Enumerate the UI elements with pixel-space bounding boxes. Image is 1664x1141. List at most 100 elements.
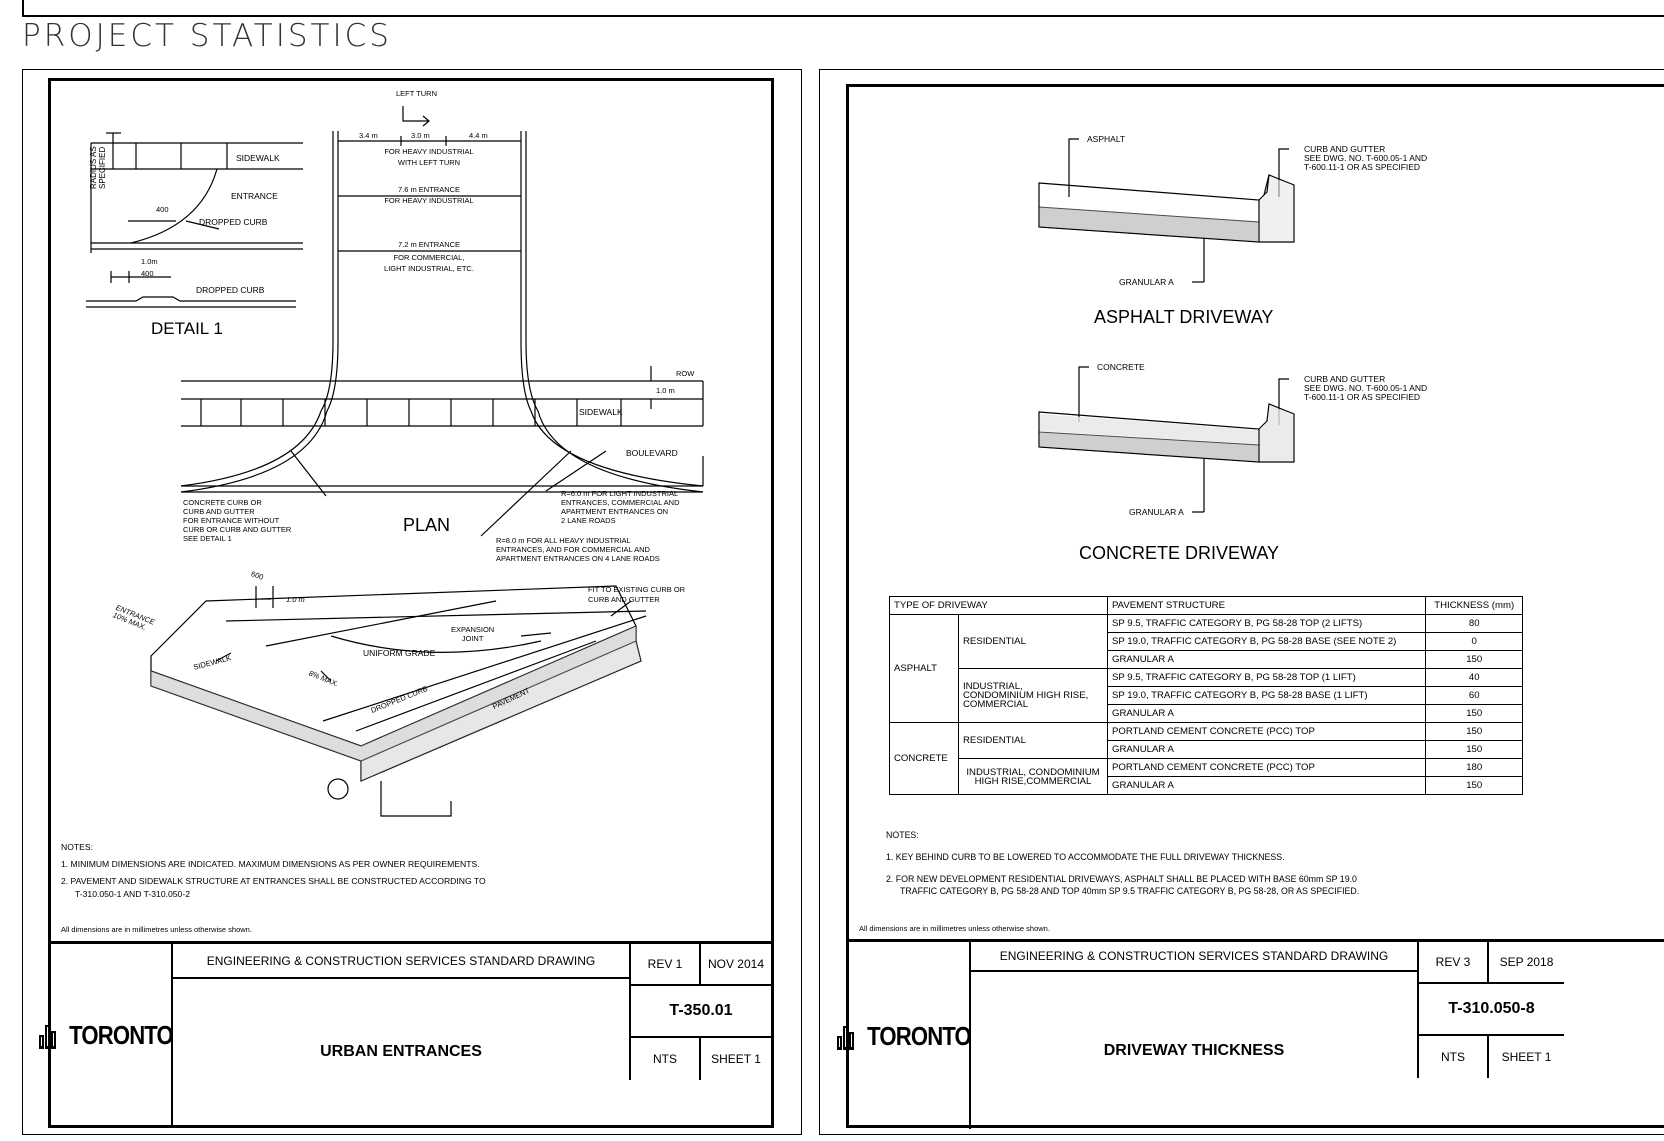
concrete-curb-note: CURB AND GUTTER SEE DWG. NO. T-600.05-1 …: [1304, 375, 1427, 402]
structure-cell: GRANULAR A: [1106, 740, 1427, 759]
r6-note-line: 2 LANE ROADS: [561, 516, 616, 525]
drawing-title: URBAN ENTRANCES: [171, 979, 629, 1125]
toronto-logo: TORONTO: [39, 944, 175, 1127]
urban-entrances-diagram: [86, 106, 704, 817]
detail-400-dimension: 400: [156, 205, 169, 214]
concrete-type-cell: CONCRETE: [889, 722, 959, 795]
revision-date: SEP 2018: [1487, 942, 1564, 984]
r8-note-line: ENTRANCES, AND FOR COMMERCIAL AND: [496, 545, 650, 554]
header-thickness: THICKNESS (mm): [1425, 596, 1523, 615]
driveway-sections-diagram: [1038, 138, 1295, 513]
detail-sidewalk-label: SIDEWALK: [236, 153, 280, 163]
curb-note-line: CONCRETE CURB OR: [183, 498, 262, 507]
toronto-logo: TORONTO: [837, 942, 973, 1131]
urban-entrances-drawing: RADIUS AS SPECIFIED SIDEWALK ENTRANCE 40…: [39, 78, 774, 1128]
city-hall-icon: [39, 1023, 57, 1049]
r6-note-line: ENTRANCES, COMMERCIAL AND: [561, 498, 680, 507]
structure-cell: SP 19.0, TRAFFIC CATEGORY B, PG 58-28 BA…: [1106, 632, 1427, 651]
concrete-granular-label: GRANULAR A: [1129, 507, 1184, 517]
dim-3-4m: 3.4 m: [359, 131, 378, 140]
thickness-cell: 60: [1425, 686, 1523, 705]
drawing-number: T-350.01: [629, 986, 771, 1038]
dim-3-0m: 3.0 m: [411, 131, 430, 140]
top-frame-line: [22, 0, 1664, 17]
expansion-line: JOINT: [461, 634, 484, 643]
revision: REV 3: [1417, 942, 1487, 984]
scale: NTS: [629, 1038, 699, 1080]
concrete-industrial-cell: INDUSTRIAL, CONDOMINIUM HIGH RISE,COMMER…: [958, 758, 1108, 795]
thickness-cell: 40: [1425, 668, 1523, 687]
expansion-line: EXPANSION: [451, 625, 495, 634]
asphalt-residential-cell: RESIDENTIAL: [958, 614, 1108, 669]
plan-1m-dimension: 1.0 m: [656, 386, 675, 395]
thickness-cell: 150: [1425, 740, 1523, 759]
header-structure: PAVEMENT STRUCTURE: [1106, 596, 1427, 615]
page-heading: PROJECT STATISTICS: [22, 18, 392, 54]
plan-title: PLAN: [403, 515, 451, 535]
structure-cell: PORTLAND CEMENT CONCRETE (PCC) TOP: [1106, 758, 1427, 777]
note-2b: TRAFFIC CATEGORY B, PG 58-28 AND TOP 40m…: [900, 886, 1360, 896]
thickness-cell: 150: [1425, 704, 1523, 723]
fit-note-line: FIT TO EXISTING CURB OR: [588, 585, 686, 594]
structure-cell: SP 9.5, TRAFFIC CATEGORY B, PG 58-28 TOP…: [1106, 614, 1427, 633]
concrete-curb-line: CURB AND GUTTER: [1304, 374, 1386, 384]
asphalt-curb-line: SEE DWG. NO. T-600.05-1 AND: [1304, 153, 1428, 163]
table-header-row: TYPE OF DRIVEWAY PAVEMENT STRUCTURE THIC…: [889, 596, 1523, 615]
note-1: 1. MINIMUM DIMENSIONS ARE INDICATED. MAX…: [61, 859, 480, 869]
dimensions-note: All dimensions are in millimetres unless…: [61, 925, 252, 934]
asphalt-curb-line: T-600.11-1 OR AS SPECIFIED: [1304, 162, 1421, 172]
notes-title: NOTES:: [886, 830, 919, 840]
note-2a: 2. PAVEMENT AND SIDEWALK STRUCTURE AT EN…: [61, 876, 486, 886]
asphalt-granular-label: GRANULAR A: [1119, 277, 1174, 287]
r6-note-line: R=6.0 m FOR LIGHT INDUSTRIAL: [561, 489, 679, 498]
right-drawing-frame: [819, 69, 1664, 1135]
driveway-thickness-table: TYPE OF DRIVEWAY PAVEMENT STRUCTURE THIC…: [889, 596, 1523, 795]
sheet-number: SHEET 1: [1487, 1036, 1564, 1078]
title-block-heading: ENGINEERING & CONSTRUCTION SERVICES STAN…: [171, 944, 629, 979]
heavy-left-turn-line1: FOR HEAVY INDUSTRIAL: [384, 147, 474, 156]
table-row: CONCRETE RESIDENTIAL PORTLAND CEMENT CON…: [889, 722, 1523, 795]
driveway-thickness-drawing: ASPHALT CURB AND GUTTER SEE DWG. NO. T-6…: [837, 84, 1664, 1131]
right-notes: NOTES: 1. KEY BEHIND CURB TO BE LOWERED …: [886, 829, 1359, 897]
detail-dropped-curb-label: DROPPED CURB: [199, 217, 268, 227]
thickness-cell: 80: [1425, 614, 1523, 633]
title-block-heading: ENGINEERING & CONSTRUCTION SERVICES STAN…: [969, 942, 1417, 972]
logo-text: TORONTO: [69, 1020, 175, 1050]
r8-note: R=8.0 m FOR ALL HEAVY INDUSTRIAL ENTRANC…: [496, 536, 660, 563]
asphalt-label: ASPHALT: [1087, 134, 1126, 144]
structure-cell: GRANULAR A: [1106, 704, 1427, 723]
header-type: TYPE OF DRIVEWAY: [889, 596, 1108, 615]
structure-cell: SP 19.0, TRAFFIC CATEGORY B, PG 58-28 BA…: [1106, 686, 1427, 705]
scale: NTS: [1417, 1036, 1487, 1078]
concrete-curb-line: T-600.11-1 OR AS SPECIFIED: [1304, 392, 1421, 402]
thickness-cell: 180: [1425, 758, 1523, 777]
logo-text: TORONTO: [867, 1021, 973, 1051]
detail-1-title: DETAIL 1: [151, 319, 223, 338]
entrance-7-2m-line3: LIGHT INDUSTRIAL, ETC.: [384, 264, 474, 273]
thickness-cell: 150: [1425, 776, 1523, 795]
uniform-grade-label: UNIFORM GRADE: [363, 648, 436, 658]
structure-cell: GRANULAR A: [1106, 650, 1427, 669]
dim-4-4m: 4.4 m: [469, 131, 488, 140]
entrance-7-6m-line1: 7.6 m ENTRANCE: [397, 185, 461, 194]
structure-cell: PORTLAND CEMENT CONCRETE (PCC) TOP: [1106, 722, 1427, 741]
structure-cell: GRANULAR A: [1106, 776, 1427, 795]
detail-entrance-label: ENTRANCE: [231, 191, 278, 201]
concrete-driveway-title: CONCRETE DRIVEWAY: [1079, 543, 1280, 563]
detail-1m-dimension: 1.0m: [141, 257, 158, 266]
r6-note: R=6.0 m FOR LIGHT INDUSTRIAL ENTRANCES, …: [561, 489, 680, 525]
notes-title: NOTES:: [61, 842, 93, 852]
left-turn-label: LEFT TURN: [396, 89, 437, 98]
note-1: 1. KEY BEHIND CURB TO BE LOWERED TO ACCO…: [886, 852, 1285, 862]
r6-note-line: APARTMENT ENTRANCES ON: [561, 507, 669, 516]
curb-note-line: CURB OR CURB AND GUTTER: [183, 525, 292, 534]
table-row: INDUSTRIAL, CONDOMINIUM HIGH RISE,COMMER…: [890, 758, 1523, 795]
thickness-cell: 0: [1425, 632, 1523, 651]
entrance-7-2m-line1: 7.2 m ENTRANCE: [397, 240, 461, 249]
left-title-block: TORONTO ENGINEERING & CONSTRUCTION SERVI…: [39, 941, 771, 1127]
asphalt-type-cell: ASPHALT: [889, 614, 959, 723]
thickness-cell: 150: [1425, 722, 1523, 741]
r8-note-line: R=8.0 m FOR ALL HEAVY INDUSTRIAL: [496, 536, 631, 545]
drawing-title: DRIVEWAY THICKNESS: [969, 972, 1417, 1129]
curb-note-line: CURB AND GUTTER: [183, 507, 255, 516]
